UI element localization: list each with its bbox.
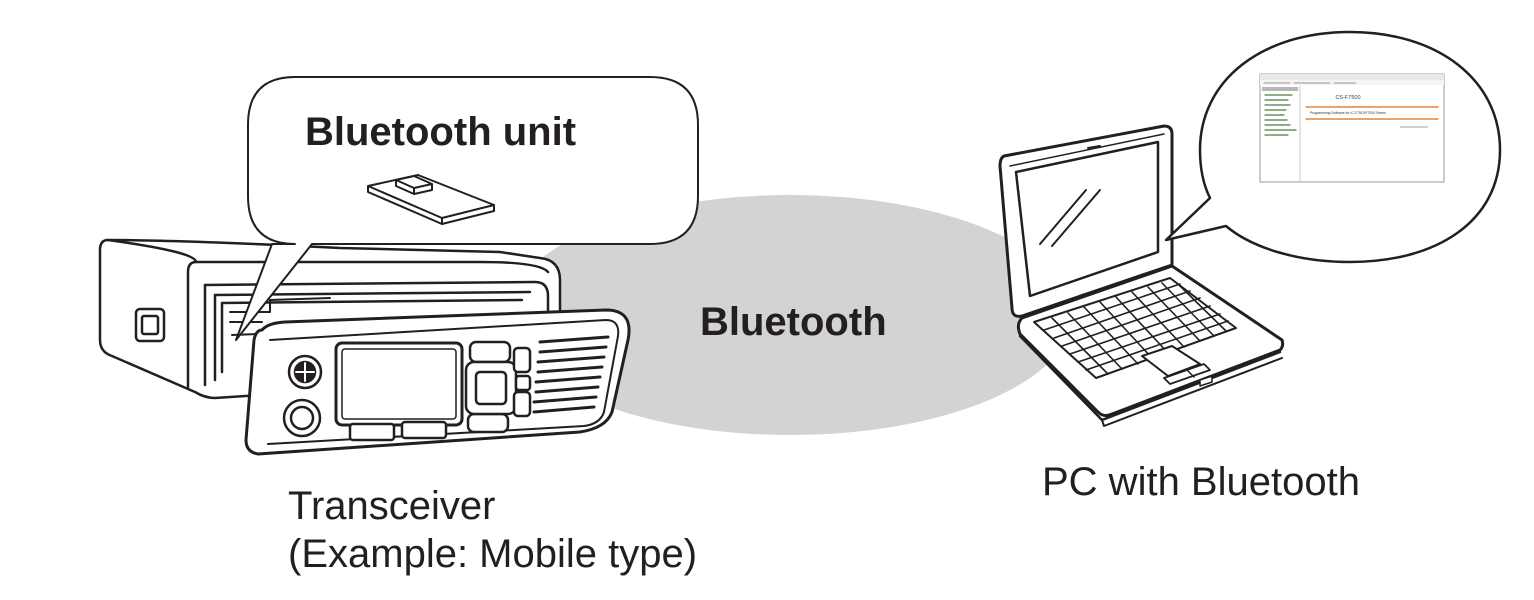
- bluetooth-link-label: Bluetooth: [700, 300, 887, 344]
- transceiver-label-line1: Transceiver: [288, 484, 496, 528]
- software-window-title: CS-F7500: [1335, 95, 1360, 101]
- transceiver-label: Transceiver (Example: Mobile type): [288, 482, 697, 578]
- bluetooth-link-ellipse: [508, 195, 1072, 435]
- pc-label: PC with Bluetooth: [1042, 460, 1360, 504]
- bluetooth-unit-label: Bluetooth unit: [305, 110, 577, 154]
- software-window-thumbnail: CS-F7500 Programming Software for IC-F75…: [1259, 73, 1445, 183]
- transceiver-illustration: [98, 238, 631, 456]
- software-window-subtitle: Programming Software for IC-F7510/F7520 …: [1310, 111, 1386, 115]
- bluetooth-unit-module-icon: [367, 174, 495, 225]
- laptop-illustration: [998, 124, 1285, 427]
- transceiver-label-line2: (Example: Mobile type): [288, 532, 698, 576]
